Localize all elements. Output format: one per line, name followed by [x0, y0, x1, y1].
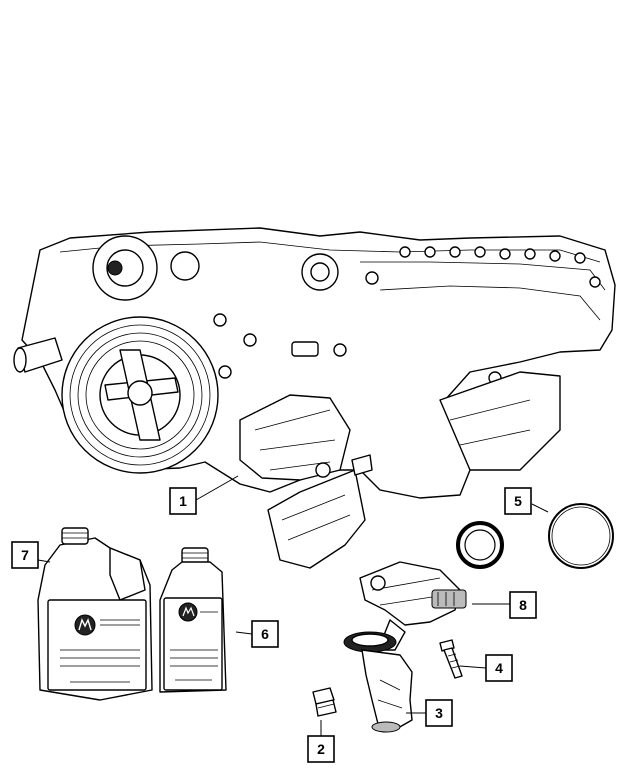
- head-bolts: [365, 246, 601, 288]
- callout-3: 3: [425, 699, 453, 727]
- callout-4: 4: [485, 654, 513, 682]
- oil-pressure-sensor: [431, 589, 467, 609]
- oil-jug-large: [37, 527, 153, 701]
- mount-bracket: [239, 394, 351, 481]
- bolt: [439, 639, 463, 679]
- oil-pan: [439, 371, 561, 471]
- callout-8-label: 8: [519, 597, 527, 613]
- crankshaft-pulley: [61, 316, 219, 474]
- engine-assembly: [13, 227, 616, 499]
- callout-8: 8: [509, 591, 537, 619]
- mopar-logo-icon: [74, 614, 96, 636]
- small-pulley: [170, 251, 200, 281]
- callout-5-label: 5: [514, 493, 522, 509]
- callout-6-label: 6: [261, 626, 269, 642]
- callout-1-label: 1: [179, 493, 187, 509]
- callout-7: 7: [11, 541, 39, 569]
- callout-5: 5: [504, 487, 532, 515]
- idler-pulley: [92, 235, 158, 301]
- callout-4-label: 4: [495, 660, 503, 676]
- callout-3-label: 3: [435, 705, 443, 721]
- callout-6: 6: [251, 620, 279, 648]
- callout-2-label: 2: [317, 741, 325, 757]
- mopar-logo-icon: [178, 602, 198, 622]
- callout-1: 1: [169, 487, 197, 515]
- block-sensor: [291, 341, 319, 357]
- callout-2: 2: [307, 735, 335, 763]
- oil-filter-adapter-bracket: [267, 454, 373, 569]
- callout-7-label: 7: [21, 547, 29, 563]
- gasket-seals: [456, 503, 614, 569]
- oil-pickup-tube: [343, 619, 413, 733]
- oil-filter-housing: [359, 561, 467, 626]
- oil-bottle-small: [159, 547, 227, 693]
- leader-lines: [37, 475, 549, 736]
- drain-plug: [312, 687, 337, 717]
